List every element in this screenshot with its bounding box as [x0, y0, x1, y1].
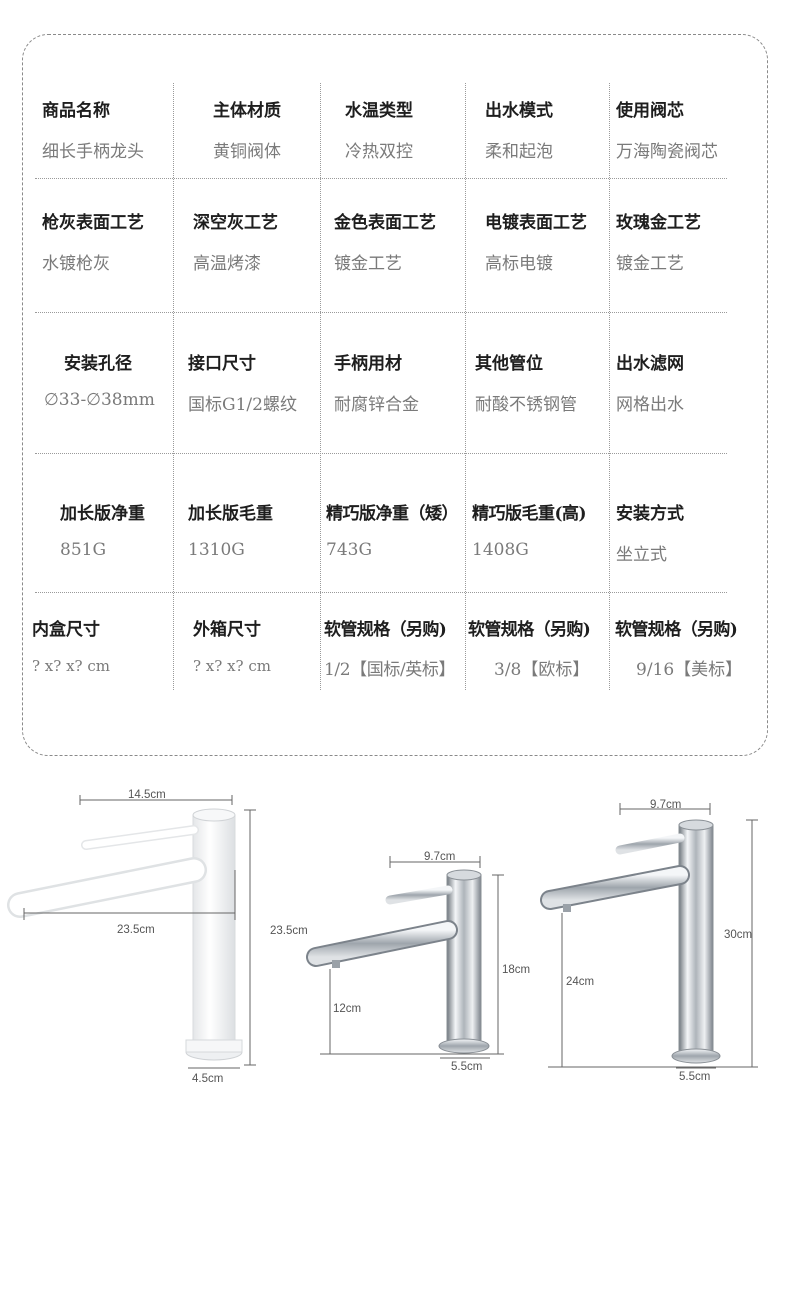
white-spout-length-label: 23.5cm — [117, 924, 155, 936]
tall-handle-length-label: 9.7cm — [650, 799, 681, 811]
spec-value-hose-spec-2: 3/8【欧标】 — [494, 660, 590, 680]
spec-label-rose-gold-finish: 玫瑰金工艺 — [616, 213, 701, 233]
spec-label-compact-net-weight: 精巧版净重（矮） — [326, 504, 459, 524]
spec-label-gunmetal-finish: 枪灰表面工艺 — [42, 213, 144, 233]
spec-label-outflow-mode: 出水模式 — [485, 101, 553, 121]
tall-chrome-faucet-drawing — [540, 819, 721, 1064]
row-divider — [35, 453, 727, 454]
row-divider — [35, 178, 727, 179]
spec-label-other-pipes: 其他管位 — [475, 354, 543, 374]
spec-value-connector-size: 国标G1/2螺纹 — [188, 395, 297, 415]
spec-label-valve-core: 使用阀芯 — [616, 101, 684, 121]
spec-table — [22, 34, 768, 756]
spec-label-long-gross-weight: 加长版毛重 — [188, 504, 273, 524]
spec-label-inner-box-size: 内盒尺寸 — [32, 620, 100, 640]
spec-label-hose-spec-2: 软管规格（另购) — [468, 620, 591, 640]
spec-value-gold-finish: 镀金工艺 — [334, 254, 402, 274]
spec-label-connector-size: 接口尺寸 — [188, 354, 256, 374]
spec-value-body-material: 黄铜阀体 — [213, 142, 281, 162]
spec-value-outlet-filter: 网格出水 — [616, 395, 684, 415]
spec-label-space-grey-finish: 深空灰工艺 — [193, 213, 278, 233]
spec-value-gunmetal-finish: 水镀枪灰 — [42, 254, 110, 274]
spec-value-outer-box-size: ? x? x? cm — [193, 657, 271, 675]
spec-value-other-pipes: 耐酸不锈钢管 — [475, 395, 577, 415]
spec-value-outflow-mode: 柔和起泡 — [485, 142, 553, 162]
column-divider — [320, 83, 321, 690]
spec-value-compact-net-weight: 743G — [326, 540, 373, 560]
tall-height-label: 30cm — [724, 929, 752, 941]
spec-label-outlet-filter: 出水滤网 — [616, 354, 684, 374]
spec-label-water-temp: 水温类型 — [345, 101, 413, 121]
short-spout-height-label: 12cm — [333, 1003, 361, 1015]
spec-value-water-temp: 冷热双控 — [345, 142, 413, 162]
white-handle-length-label: 14.5cm — [128, 789, 166, 801]
spec-label-outer-box-size: 外箱尺寸 — [193, 620, 261, 640]
column-divider — [609, 83, 610, 690]
spec-value-rose-gold-finish: 镀金工艺 — [616, 254, 684, 274]
spec-value-inner-box-size: ? x? x? cm — [32, 657, 110, 675]
short-dimension-lines — [320, 856, 504, 1059]
spec-value-long-gross-weight: 1310G — [188, 540, 245, 560]
short-height-label: 18cm — [502, 964, 530, 976]
spec-value-long-net-weight: 851G — [60, 540, 107, 560]
column-divider — [173, 83, 174, 690]
white-dimension-lines — [23, 795, 256, 1069]
white-faucet-drawing — [7, 808, 243, 1061]
spec-label-product-name: 商品名称 — [42, 101, 110, 121]
spec-label-hose-spec-1: 软管规格（另购) — [324, 620, 447, 640]
spec-value-handle-material: 耐腐锌合金 — [334, 395, 419, 415]
spec-value-install-method: 坐立式 — [616, 545, 667, 565]
faucet-dimension-diagrams: 14.5cm 23.5cm 23.5cm 4.5cm 9.7cm 12cm 18… — [7, 789, 758, 1085]
spec-label-long-net-weight: 加长版净重 — [60, 504, 145, 524]
spec-value-hole-diameter: ∅33-∅38mm — [44, 390, 155, 410]
spec-value-space-grey-finish: 高温烤漆 — [193, 254, 261, 274]
spec-value-valve-core: 万海陶瓷阀芯 — [616, 142, 718, 162]
row-divider — [35, 312, 727, 313]
white-height-label: 23.5cm — [270, 925, 308, 937]
white-base-label: 4.5cm — [192, 1073, 223, 1085]
spec-label-compact-gross-weight: 精巧版毛重(高) — [472, 504, 587, 524]
spec-label-handle-material: 手柄用材 — [334, 354, 402, 374]
spec-value-plating-finish: 高标电镀 — [485, 254, 553, 274]
column-divider — [465, 83, 466, 690]
spec-value-hose-spec-3: 9/16【美标】 — [636, 660, 743, 680]
tall-spout-height-label: 24cm — [566, 976, 594, 988]
spec-label-gold-finish: 金色表面工艺 — [334, 213, 436, 233]
tall-dimension-lines — [548, 803, 758, 1069]
short-base-label: 5.5cm — [451, 1061, 482, 1073]
spec-label-body-material: 主体材质 — [213, 101, 281, 121]
spec-value-product-name: 细长手柄龙头 — [42, 142, 144, 162]
row-divider — [35, 592, 727, 593]
spec-value-hose-spec-1: 1/2【国标/英标】 — [324, 660, 456, 680]
short-handle-length-label: 9.7cm — [424, 851, 455, 863]
tall-base-label: 5.5cm — [679, 1071, 710, 1083]
short-chrome-faucet-drawing — [306, 869, 490, 1054]
spec-label-hose-spec-3: 软管规格（另购) — [615, 620, 738, 640]
spec-label-install-method: 安装方式 — [616, 504, 684, 524]
spec-value-compact-gross-weight: 1408G — [472, 540, 529, 560]
spec-label-plating-finish: 电镀表面工艺 — [485, 213, 587, 233]
spec-label-hole-diameter: 安装孔径 — [64, 354, 132, 374]
